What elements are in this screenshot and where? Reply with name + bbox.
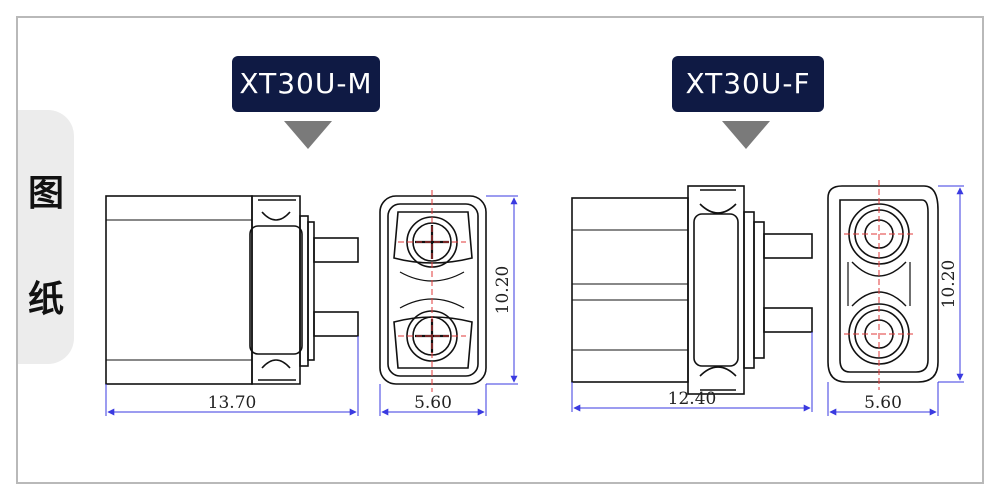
male-pin-lower [313,311,359,337]
male-length-dimension: 13.70 [208,393,257,413]
male-pin-upper [313,237,359,263]
side-tab-char-2: 纸 [27,279,64,320]
female-side-view [571,185,813,395]
male-width-dimension: 5.60 [414,393,452,413]
side-tab-char-1: 图 [27,173,64,214]
male-label-pointer [284,121,332,149]
female-connector-label: XT30U-F [672,56,824,112]
male-height-dimension: 10.20 [493,266,513,315]
female-length-dimension: 12.40 [668,389,717,409]
female-front-view [827,185,939,383]
dimension-lines [105,185,964,416]
female-width-dimension: 5.60 [864,393,902,413]
side-tab: 图 纸 [18,110,74,364]
female-pin-lower [763,307,813,333]
female-label-pointer [722,121,770,149]
female-front-centerlines [844,180,914,390]
female-pin-upper [763,233,813,259]
male-front-centerlines [398,190,466,392]
female-body [571,197,689,383]
male-side-view [105,195,359,385]
male-front-view [379,195,487,385]
male-body [105,195,253,385]
male-connector-label: XT30U-M [232,56,380,112]
female-height-dimension: 10.20 [939,260,959,309]
male-collar [251,195,301,385]
